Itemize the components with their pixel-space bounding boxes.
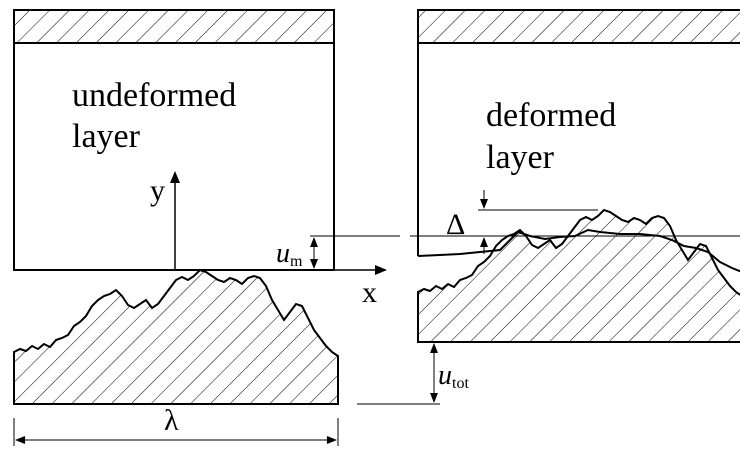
delta-label: Δ (446, 208, 465, 241)
left-layer-label-line1: undeformed (72, 77, 236, 114)
um-label-main: u (276, 238, 290, 269)
lambda-label: λ (164, 404, 179, 437)
left-layer-label-line2: layer (72, 118, 141, 155)
left-rough-substrate (13, 268, 339, 405)
utot-label: utot (438, 360, 469, 392)
right-panel: deformed layer Δ utot (410, 9, 740, 403)
right-top-plate (417, 9, 740, 44)
right-layer-label-line2: layer (486, 139, 555, 176)
right-layer-label-line1: deformed (486, 97, 616, 134)
um-label-sub: m (290, 253, 303, 270)
utot-label-sub: tot (452, 375, 469, 392)
y-axis-label: y (150, 174, 165, 207)
left-layer-box (13, 42, 335, 271)
deformed-layer-boundary (417, 228, 740, 273)
left-panel: undeformed layer y x um λ (13, 9, 440, 446)
x-axis-label: x (362, 276, 377, 309)
right-rough-substrate (417, 208, 740, 343)
left-top-plate (13, 9, 335, 44)
um-label: um (276, 238, 303, 270)
utot-label-main: u (438, 360, 452, 391)
